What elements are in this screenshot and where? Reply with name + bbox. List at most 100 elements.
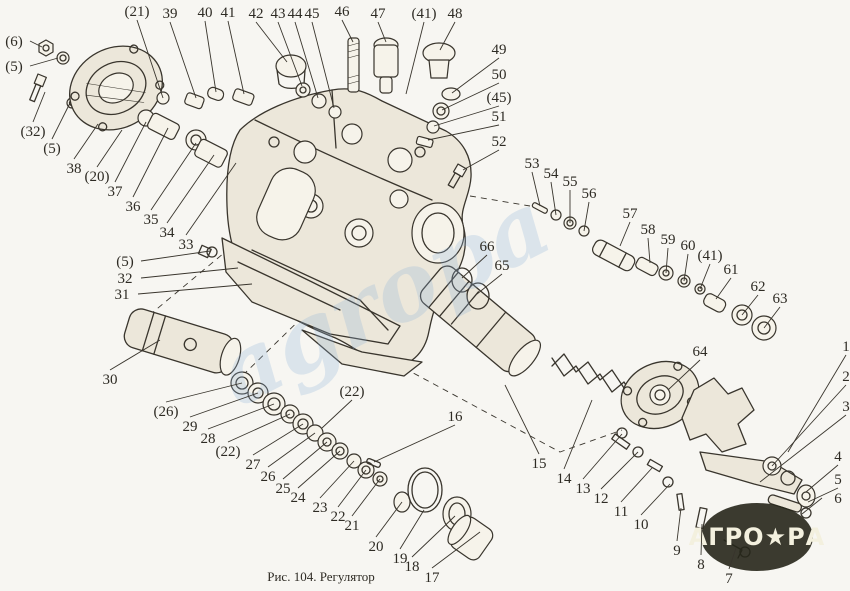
callout-leader-26 xyxy=(267,432,316,468)
callout-leader-61 xyxy=(715,277,732,300)
callout-label-36: 36 xyxy=(126,199,142,215)
callout-leader-33 xyxy=(185,162,237,236)
callout-leader-37 xyxy=(114,121,147,183)
callout-leader-19 xyxy=(399,509,425,550)
callout-leader-46 xyxy=(341,19,354,43)
callout-leader-22 xyxy=(227,413,291,443)
callout-leader-49 xyxy=(451,57,500,94)
callout-leader-41 xyxy=(227,20,245,95)
callout-leader-45 xyxy=(433,105,500,127)
callout-leader-59 xyxy=(665,247,669,274)
callout-label-6: 6 xyxy=(834,491,842,507)
callout-leader-32 xyxy=(140,267,239,279)
part-rings-65-66 xyxy=(451,267,490,310)
callout-label-30: 30 xyxy=(103,372,118,388)
callout-label-50: 50 xyxy=(492,67,507,83)
callout-label-24: 24 xyxy=(291,490,307,506)
callout-label-8: 8 xyxy=(697,557,705,573)
callout-label-26: (26) xyxy=(154,404,179,420)
callout-label-25: 25 xyxy=(276,481,291,497)
callout-label-47: 47 xyxy=(371,6,387,22)
callout-label-28: 28 xyxy=(201,431,216,447)
part-lever-plate xyxy=(197,237,401,345)
callout-leader-65 xyxy=(476,273,503,295)
callout-leader-21 xyxy=(351,478,381,517)
callout-label-32: 32 xyxy=(118,271,133,287)
callout-leader-52 xyxy=(462,149,500,171)
callout-leader-25 xyxy=(282,441,328,480)
callout-label-41: 41 xyxy=(221,5,236,21)
callout-leader-9 xyxy=(676,507,682,542)
callout-leader-2 xyxy=(771,384,847,467)
part-cap-48 xyxy=(422,42,456,79)
callout-label-48: 48 xyxy=(448,6,463,22)
callout-leader-30 xyxy=(109,339,161,371)
callout-leader-47 xyxy=(377,21,387,43)
part-flange-64 xyxy=(620,360,700,430)
callout-label-22: (22) xyxy=(216,444,241,460)
callout-label-41: (41) xyxy=(698,248,723,264)
callout-label-59: 59 xyxy=(661,232,676,248)
callout-label-12: 12 xyxy=(594,491,609,507)
callout-leader-5 xyxy=(29,57,59,67)
callout-leader-22 xyxy=(337,469,367,508)
callout-leader-35 xyxy=(150,142,197,211)
callout-leader-20 xyxy=(375,501,403,538)
figure-caption: Рис. 104. Регулятор xyxy=(267,569,375,584)
callout-label-53: 53 xyxy=(525,156,540,172)
callout-leader-6 xyxy=(801,497,823,515)
callout-leader-29 xyxy=(189,392,259,418)
callout-leader-6 xyxy=(29,40,43,48)
callout-label-4: 4 xyxy=(834,449,842,465)
callout-label-63: 63 xyxy=(773,291,788,307)
agro-logo-text: АГРО★РА xyxy=(689,523,826,551)
part-bolt-52 xyxy=(447,163,468,189)
callout-leader-58 xyxy=(647,237,651,264)
callout-leader-20 xyxy=(96,129,123,168)
callout-leader-23 xyxy=(319,460,355,499)
callout-label-32: (32) xyxy=(21,124,46,140)
callout-leader-3 xyxy=(759,414,847,483)
callout-label-44: 44 xyxy=(288,6,304,22)
callout-label-40: 40 xyxy=(198,5,213,21)
callout-label-39: 39 xyxy=(163,6,178,22)
callout-label-22: (22) xyxy=(340,384,365,400)
callout-leader-1 xyxy=(787,354,847,453)
callout-label-1: 1 xyxy=(842,339,850,355)
callout-leader-4 xyxy=(805,464,839,493)
callout-label-10: 10 xyxy=(634,517,649,533)
callout-label-42: 42 xyxy=(249,6,264,22)
callout-label-22: 22 xyxy=(331,509,346,525)
callout-label-56: 56 xyxy=(582,186,598,202)
callout-label-7: 7 xyxy=(725,571,733,587)
callout-leader-27 xyxy=(252,423,304,456)
callout-label-5: (5) xyxy=(5,59,23,75)
callout-label-20: 20 xyxy=(369,539,384,555)
callout-label-26: 26 xyxy=(261,469,277,485)
callout-leader-32 xyxy=(32,91,46,123)
callout-label-29: 29 xyxy=(183,419,198,435)
callout-leader-5 xyxy=(807,487,839,503)
callout-label-58: 58 xyxy=(641,222,656,238)
callout-label-31: 31 xyxy=(115,287,130,303)
callout-leader-51 xyxy=(427,124,500,141)
callout-leader-40 xyxy=(204,20,217,93)
callout-label-21: 21 xyxy=(345,518,360,534)
part-lever-assembly xyxy=(611,377,816,559)
callout-label-46: 46 xyxy=(335,4,351,20)
callout-leader-50 xyxy=(441,82,500,111)
callout-label-49: 49 xyxy=(492,42,507,58)
callout-leader-43 xyxy=(277,21,303,87)
callout-leader-63 xyxy=(763,306,781,329)
callout-leader-57 xyxy=(619,221,631,247)
callout-leader-21 xyxy=(136,19,164,99)
callout-label-51: 51 xyxy=(492,109,507,125)
callout-leader-5 xyxy=(140,250,211,262)
part-top-plugs xyxy=(156,86,255,110)
callout-label-19: 19 xyxy=(393,551,408,567)
callout-leader-36 xyxy=(132,127,169,198)
callout-label-38: 38 xyxy=(67,161,82,177)
callout-leader-17 xyxy=(431,531,481,569)
callout-label-16: 16 xyxy=(448,409,464,425)
